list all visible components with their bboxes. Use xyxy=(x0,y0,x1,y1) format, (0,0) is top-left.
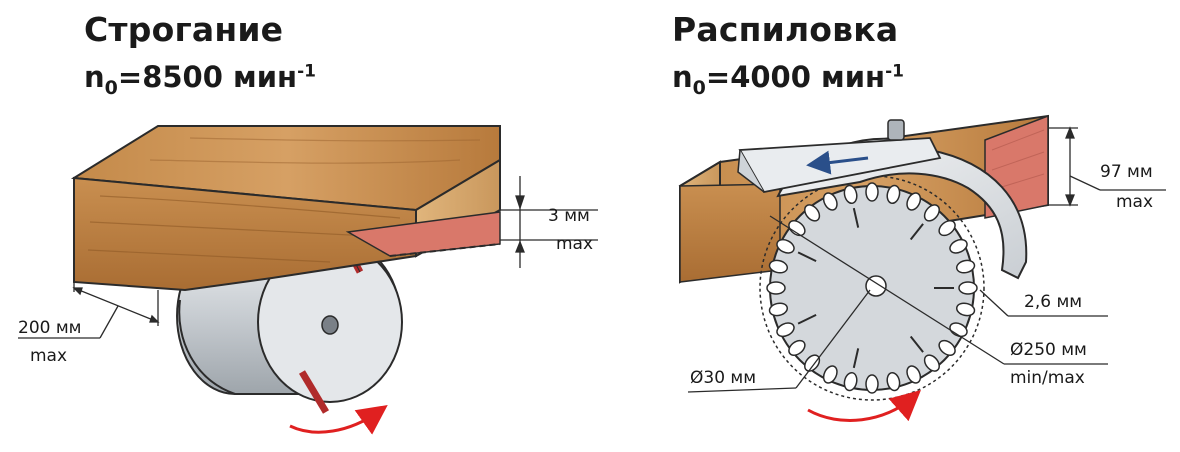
saw-tooth-gullet xyxy=(822,192,838,211)
saw-tooth-gullet xyxy=(788,339,806,356)
saw-tooth-gullet xyxy=(766,281,786,295)
blade-guard xyxy=(737,119,1028,280)
sawing-speed: n0=4000 мин-1 xyxy=(672,60,904,99)
sawing-diameter-label: Ø250 мм xyxy=(1010,340,1087,360)
saw-tooth-gullet xyxy=(958,281,978,295)
saw-tooth-gullet xyxy=(865,374,879,394)
planing-width-label: 200 мм xyxy=(18,318,82,338)
planing-depth-label: 3 мм xyxy=(548,206,590,226)
saw-tooth-gullet xyxy=(768,302,789,317)
planing-speed: n0=8500 мин-1 xyxy=(84,60,316,99)
sawing-diameter-note: min/max xyxy=(1010,368,1085,388)
sawing-leaders xyxy=(687,126,1166,393)
saw-tooth-gullet xyxy=(955,259,976,274)
saw-tooth-gullet xyxy=(886,184,901,205)
planing-depth-note: max xyxy=(556,234,594,254)
saw-tooth-gullet xyxy=(923,354,940,372)
sawing-scene xyxy=(678,114,1166,422)
saw-tooth-gullet xyxy=(843,184,858,205)
saw-tooth-gullet xyxy=(938,220,956,237)
planing-width-dimension xyxy=(18,282,160,339)
sawing-title: Распиловка xyxy=(672,10,899,49)
blade-slot xyxy=(852,348,860,369)
saw-tooth-gullet xyxy=(804,354,821,372)
saw-tooth-gullet xyxy=(843,371,858,392)
sawing-height-label: 97 мм xyxy=(1100,162,1153,182)
sawing-kerf-label: 2,6 мм xyxy=(1024,292,1083,312)
speed-symbol: n xyxy=(84,60,105,94)
speed-exponent: -1 xyxy=(885,61,904,82)
planing-title: Строгание xyxy=(84,10,284,49)
blade-slot xyxy=(909,335,924,353)
saw-tooth-gullet xyxy=(768,259,789,274)
saw-tooth-gullet xyxy=(923,204,940,222)
saw-tooth-gullet xyxy=(776,322,795,338)
speed-subscript: 0 xyxy=(104,76,118,99)
blade-slot xyxy=(797,251,817,263)
saw-tooth-gullet xyxy=(822,365,838,384)
saw-blade xyxy=(759,175,985,401)
speed-subscript: 0 xyxy=(692,76,706,99)
speed-exponent: -1 xyxy=(297,61,316,82)
planing-width-note: max xyxy=(30,346,68,366)
planing-scene xyxy=(18,125,598,435)
saw-tooth-gullet xyxy=(955,302,976,317)
saw-tooth-gullet xyxy=(906,192,922,211)
speed-value: =8500 мин xyxy=(117,60,298,94)
saw-tooth-gullet xyxy=(949,238,968,254)
planing-workpiece xyxy=(70,125,501,292)
blade-slot xyxy=(909,223,924,241)
blade-slot xyxy=(852,207,860,228)
speed-value: =4000 мин xyxy=(705,60,886,94)
saw-tooth-gullet xyxy=(938,339,956,356)
saw-tooth-gullet xyxy=(804,204,821,222)
saw-tooth-gullet xyxy=(776,238,795,254)
saw-tooth-gullet xyxy=(788,220,806,237)
sawing-height-note: max xyxy=(1116,192,1154,212)
planing-depth-dimension xyxy=(500,176,598,268)
speed-symbol: n xyxy=(672,60,693,94)
saw-tooth-gullet xyxy=(906,365,922,384)
blade-slot xyxy=(797,313,817,325)
saw-tooth-gullet xyxy=(865,182,879,202)
sawing-bore-label: Ø30 мм xyxy=(690,368,757,388)
